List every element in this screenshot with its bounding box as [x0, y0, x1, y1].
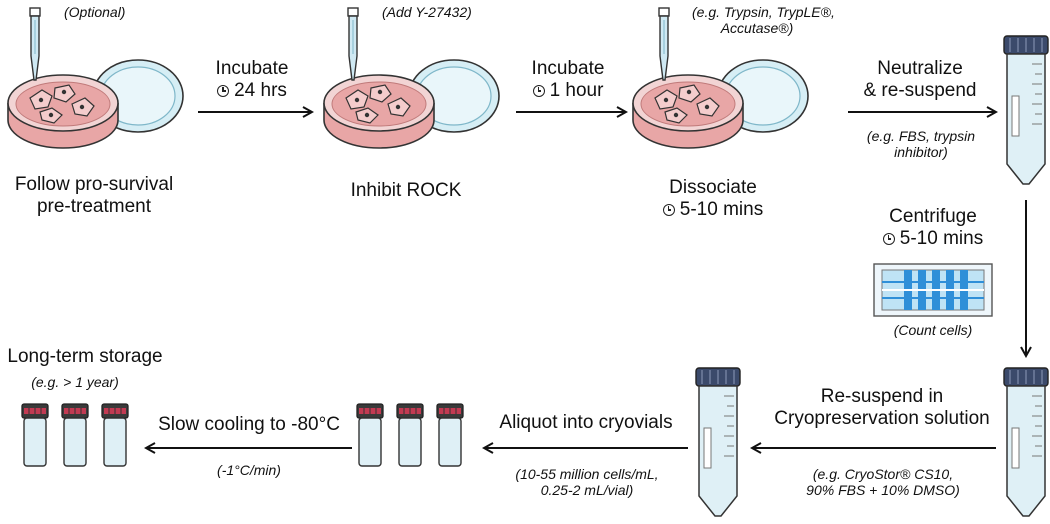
resuspend-note-line1: (e.g. CryoStor® CS10, — [812, 466, 954, 482]
pipette-icon — [347, 7, 359, 81]
incubate-24h-action: Incubate — [215, 58, 289, 79]
resuspend-label-line1: Re-suspend in — [820, 386, 944, 407]
falcon-tube-icon — [1003, 35, 1049, 185]
cryovial-icon — [356, 403, 384, 467]
centrifuge-note: (Count cells) — [893, 322, 973, 338]
incubate-1h-label: Incubate 1 hour — [516, 58, 620, 102]
dissociate-note-line1: (e.g. Trypsin, TrypLE®, — [692, 4, 835, 20]
falcon-tube-icon — [695, 367, 741, 517]
pipette-icon — [29, 7, 41, 81]
clock-icon — [882, 232, 895, 245]
cryovial-icon — [101, 403, 129, 467]
pretreat-label-line1: Follow pro-survival — [14, 174, 174, 195]
incubate-1h-time: 1 hour — [516, 80, 620, 102]
neutralize-label-line2: & re-suspend — [863, 79, 977, 101]
centrifuge-time-text: 5-10 mins — [899, 227, 984, 249]
dissociate-time: 5-10 mins — [650, 199, 776, 221]
incubate-24h-time: 24 hrs — [198, 80, 306, 102]
aliquot-note-line2: 0.25-2 mL/vial) — [540, 482, 634, 499]
cell-counter-icon — [873, 263, 993, 317]
clock-icon — [532, 84, 545, 97]
dissociate-time-text: 5-10 mins — [679, 198, 764, 220]
resuspend-note-line2: 90% FBS + 10% DMSO) — [806, 482, 960, 499]
dissociate-note: (e.g. Trypsin, TrypLE®, Accutase®) — [692, 4, 835, 37]
incubate-24h-time-text: 24 hrs — [234, 79, 287, 101]
dissociate-label: Dissociate 5-10 mins — [650, 177, 776, 221]
centrifuge-time: 5-10 mins — [868, 228, 998, 250]
petri-dish-icon — [323, 59, 500, 149]
neutralize-label-line1: Neutralize — [877, 58, 963, 79]
neutralize-note: (e.g. FBS, trypsin inhibitor) — [852, 128, 990, 160]
pretreat-note: (Optional) — [64, 4, 126, 20]
incubate-1h-action: Incubate — [531, 58, 605, 79]
petri-dish-icon — [632, 59, 809, 149]
pipette-icon — [658, 7, 670, 81]
resuspend-label-line2: Cryopreservation solution — [774, 407, 990, 429]
rock-label: Inhibit ROCK — [350, 180, 462, 201]
pretreat-label: Follow pro-survival pre-treatment — [6, 174, 182, 218]
clock-icon — [217, 84, 230, 97]
storage-label: Long-term storage — [7, 346, 163, 367]
rock-note: (Add Y-27432) — [382, 4, 472, 20]
dissociate-label-text: Dissociate — [669, 177, 757, 198]
clock-icon — [662, 203, 675, 216]
centrifuge-label: Centrifuge 5-10 mins — [868, 206, 998, 250]
aliquot-note-line1: (10-55 million cells/mL, — [515, 466, 659, 482]
cooling-label: Slow cooling to -80°C — [158, 414, 340, 435]
cryovial-icon — [21, 403, 49, 467]
neutralize-label: Neutralize & re-suspend — [850, 58, 990, 102]
cryovial-icon — [396, 403, 424, 467]
incubate-1h-time-text: 1 hour — [549, 79, 604, 101]
incubate-24h-label: Incubate 24 hrs — [198, 58, 306, 102]
cooling-note: (-1°C/min) — [217, 462, 281, 478]
storage-note: (e.g. > 1 year) — [31, 374, 119, 390]
cryovial-icon — [436, 403, 464, 467]
pretreat-label-line2: pre-treatment — [36, 195, 152, 217]
resuspend-note: (e.g. CryoStor® CS10, 90% FBS + 10% DMSO… — [778, 466, 988, 498]
aliquot-label: Aliquot into cryovials — [499, 412, 673, 433]
cryovial-icon — [61, 403, 89, 467]
centrifuge-label-text: Centrifuge — [889, 206, 977, 227]
neutralize-note-line2: inhibitor) — [894, 144, 948, 161]
aliquot-note: (10-55 million cells/mL, 0.25-2 mL/vial) — [492, 466, 682, 498]
falcon-tube-icon — [1003, 367, 1049, 517]
resuspend-label: Re-suspend in Cryopreservation solution — [764, 386, 1000, 430]
neutralize-note-line1: (e.g. FBS, trypsin — [866, 128, 976, 144]
dissociate-note-line2: Accutase®) — [720, 20, 794, 37]
